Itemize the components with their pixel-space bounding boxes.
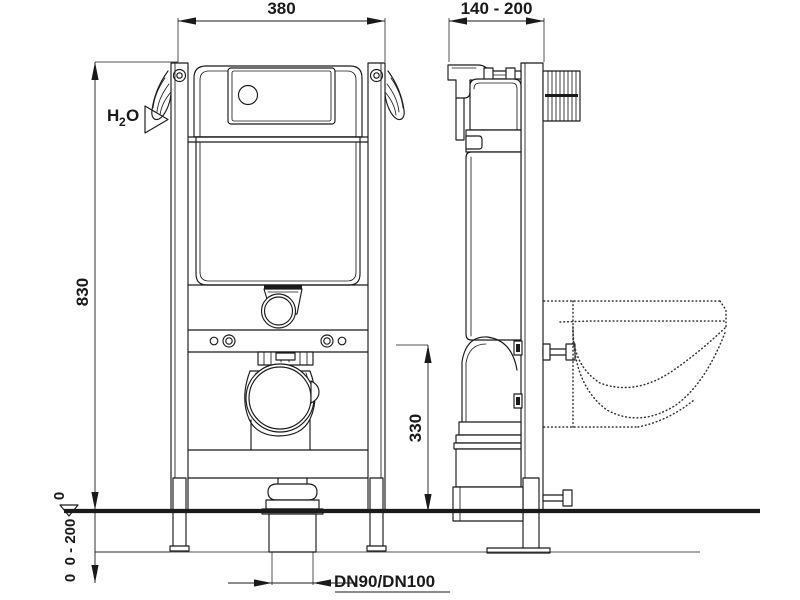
frame-foot-right (369, 477, 384, 551)
side-bolt-detail-upper (513, 340, 523, 356)
flush-actuator-plate (227, 67, 336, 125)
outlet-side-lug (310, 380, 320, 404)
side-cistern-body (465, 78, 522, 341)
side-cistern-clip (465, 135, 483, 150)
h2o-label-h: H (107, 106, 119, 125)
side-panel-foot (522, 477, 540, 551)
side-bolt-detail-lower (513, 393, 523, 409)
dimension-outlet-dn: DN90/DN100 (228, 572, 450, 593)
frame-foot-left (172, 477, 187, 551)
frame-upright-right (367, 62, 386, 512)
dimension-label-330: 330 (406, 414, 425, 442)
dimension-depth-140-200: 140 - 200 (448, 0, 545, 62)
wc-outlet-connector (244, 351, 320, 451)
h2o-label-o: O (126, 106, 139, 125)
side-elevation-view (447, 62, 581, 554)
frame-foot-plate-right (366, 545, 387, 552)
drain-collar-ring (265, 499, 320, 510)
mounting-bolt-holes (209, 334, 347, 348)
drain-pipe-below-floor (268, 513, 317, 553)
flush-pipe-connector (260, 285, 303, 329)
upright-fixing-hole-left (172, 68, 187, 83)
frame-foot-plate-left (169, 545, 190, 552)
dimension-height-830: 830 (73, 61, 178, 510)
dimension-height-330: 330 (396, 344, 432, 512)
water-inlet-arrow-icon (144, 105, 169, 134)
cistern-body (195, 136, 361, 286)
h2o-label-subscript: 2 (119, 115, 126, 129)
drain-stack-front (261, 477, 324, 585)
side-wc-fixing-bolt-lower (542, 489, 573, 507)
floor-datum-label-zero: 0 (51, 492, 68, 500)
dimension-label-140-200: 140 - 200 (461, 0, 533, 18)
side-cistern-top (469, 78, 522, 131)
wc-bowl-outline-view (543, 300, 727, 428)
side-cistern-lower (465, 151, 522, 341)
side-wall-panel (520, 62, 544, 512)
dimension-label-0-bottom: 0 (62, 574, 79, 582)
side-threaded-sleeve (542, 70, 581, 122)
front-elevation-view (151, 62, 405, 585)
drain-socket-collar (267, 483, 318, 501)
dimension-label-0-200: 0 - 200 (62, 519, 79, 566)
side-drain-collar-a (458, 421, 522, 436)
wall-anchor-bracket-right (384, 70, 405, 121)
dimension-floor-adjust: 0 - 200 0 (62, 510, 170, 583)
dimension-label-830: 830 (73, 278, 92, 306)
wall-anchor-bracket-left (151, 70, 172, 121)
frame-upright-left (170, 62, 189, 512)
upright-fixing-hole-right (369, 68, 384, 83)
outlet-bore-outer (245, 363, 315, 433)
flush-button-icon (237, 84, 259, 106)
side-inlet-valve (447, 64, 491, 141)
side-drain-bend (452, 336, 524, 522)
side-drain-collar-c (453, 442, 522, 450)
dimension-label-380: 380 (267, 0, 295, 18)
dimension-label-dn: DN90/DN100 (334, 572, 435, 591)
side-drain-collar-b (455, 434, 522, 444)
dimension-width-380: 380 (177, 0, 386, 62)
flush-plate-inner (231, 70, 332, 122)
side-drain-pipe-lower (455, 448, 522, 488)
side-drain-pipe-below-floor (452, 486, 524, 522)
side-inlet-pipe (483, 67, 522, 84)
water-connection-marker: H 2 O (107, 105, 169, 134)
side-wc-fixing-bolt-upper (542, 343, 576, 361)
side-foot-plate (486, 547, 551, 554)
